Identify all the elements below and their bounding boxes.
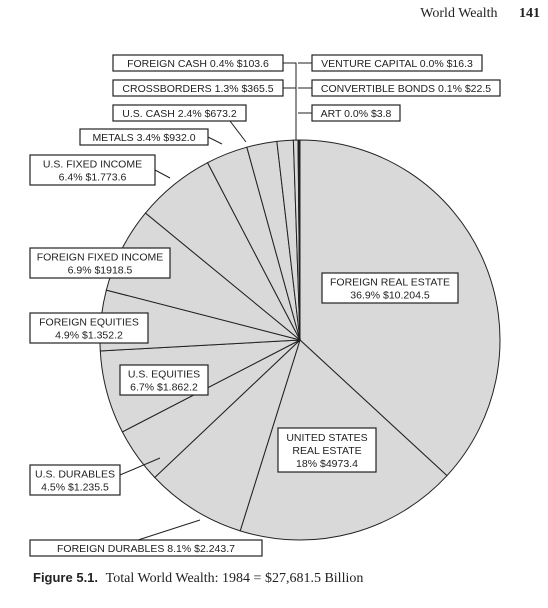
data-label-metals-line-1: METALS 3.4% $932.0 [92, 132, 195, 144]
data-label-us-fixed-income-line-1: U.S. FIXED INCOME [43, 159, 142, 171]
data-label-united-states-real-estate-line-1: UNITED STATES [286, 432, 367, 444]
label-box-us-equities [119, 364, 209, 396]
data-label-foreign-real-estate-line-2: 36.9% $10.204.5 [350, 290, 430, 302]
data-label-foreign-durables-line-1: FOREIGN DURABLES 8.1% $2.243.7 [57, 543, 235, 555]
label-box-venture-capital [311, 54, 483, 72]
data-label-foreign-fixed-income-line-1: FOREIGN FIXED INCOME [37, 252, 164, 264]
label-box-us-cash [112, 104, 247, 122]
figure-label: Figure 5.1. [33, 570, 99, 585]
leader-line-us-fixed-income [154, 169, 171, 179]
label-box-art [311, 104, 401, 122]
figure-caption: Figure 5.1. Total World Wealth: 1984 = $… [33, 570, 363, 587]
label-box-united-states-real-estate [277, 427, 377, 473]
data-label-foreign-equities-line-2: 4.9% $1.352.2 [55, 330, 123, 342]
data-label-foreign-equities-line-1: FOREIGN EQUITIES [39, 317, 139, 329]
leader-line-us-cash [229, 120, 247, 143]
leader-line-crossborders [283, 87, 297, 140]
caption-text: Total World Wealth: 1984 = $27,681.5 Bil… [105, 571, 364, 586]
label-box-us-durables [29, 464, 121, 496]
running-head: World Wealth 141 [420, 6, 540, 22]
label-box-metals [79, 128, 209, 146]
leader-line-us-durables [119, 457, 161, 476]
leader-line-metals [207, 136, 223, 145]
data-label-crossborders-line-1: CROSSBORDERS 1.3% $365.5 [122, 83, 273, 95]
data-label-foreign-real-estate-line-1: FOREIGN REAL ESTATE [330, 277, 450, 289]
leader-line-foreign-durables [137, 519, 201, 541]
pie-slice-venture-capital [298, 139, 301, 341]
data-label-us-equities-line-1: U.S. EQUITIES [128, 369, 200, 381]
data-label-united-states-real-estate-line-2: REAL ESTATE [292, 445, 361, 457]
data-label-art-line-1: ART 0.0% $3.8 [321, 108, 392, 120]
pie-slice-foreign-real-estate [299, 139, 501, 477]
label-box-convertible-bonds [311, 79, 501, 97]
label-box-foreign-equities [29, 312, 149, 344]
label-box-us-fixed-income [29, 154, 156, 186]
label-box-foreign-fixed-income [29, 247, 171, 279]
data-label-foreign-cash-line-1: FOREIGN CASH 0.4% $103.6 [127, 58, 269, 70]
label-box-foreign-durables [29, 539, 263, 557]
data-label-us-equities-line-2: 6.7% $1.862.2 [130, 382, 198, 394]
data-label-united-states-real-estate-line-3: 18% $4973.4 [296, 458, 358, 470]
label-box-foreign-real-estate [321, 272, 459, 304]
data-label-us-cash-line-1: U.S. CASH 2.4% $673.2 [122, 108, 237, 120]
data-label-us-durables-line-1: U.S. DURABLES [35, 469, 115, 481]
data-label-us-fixed-income-line-2: 6.4% $1.773.6 [59, 172, 127, 184]
data-label-venture-capital-line-1: VENTURE CAPITAL 0.0% $16.3 [321, 58, 473, 70]
leader-line-foreign-cash [283, 62, 297, 88]
label-box-crossborders [112, 79, 284, 97]
data-label-us-durables-line-2: 4.5% $1.235.5 [41, 482, 109, 494]
data-label-convertible-bonds-line-1: CONVERTIBLE BONDS 0.1% $22.5 [321, 83, 491, 95]
data-label-foreign-fixed-income-line-2: 6.9% $1918.5 [68, 265, 133, 277]
pie-slice-foreign-durables [154, 338, 302, 532]
page-number: 141 [519, 6, 540, 21]
label-box-foreign-cash [112, 54, 284, 72]
running-title: World Wealth [420, 6, 498, 21]
